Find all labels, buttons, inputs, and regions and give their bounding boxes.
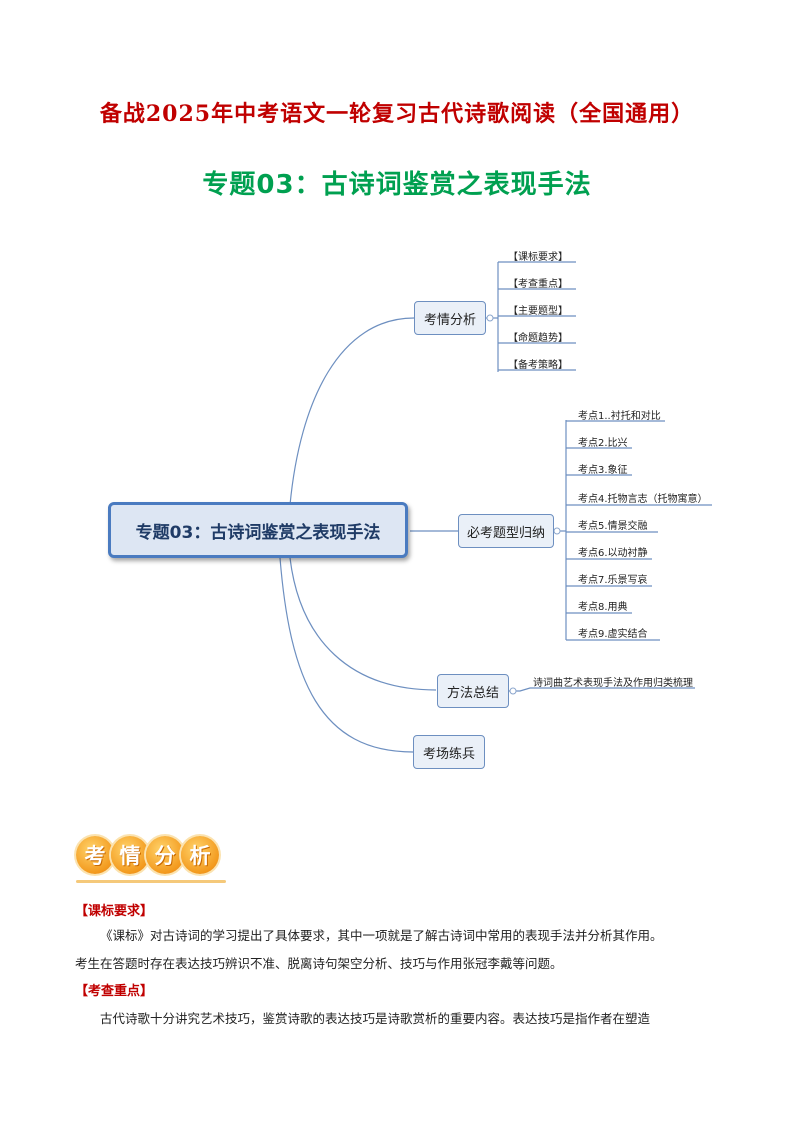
mindmap-leaf: 考点7.乐景写哀 [578, 575, 648, 586]
section-badge-char: 析 [181, 836, 219, 874]
connector-root-branch-3 [289, 557, 437, 691]
mindmap-leaf: 考点8.用典 [578, 602, 628, 613]
mindmap-leaf: 考点1..衬托和对比 [578, 411, 661, 422]
mindmap-leaf: 考点6.以动衬静 [578, 548, 648, 559]
mindmap-branch-exam-analysis: 考情分析 [414, 301, 486, 335]
paragraph-line: 古代诗歌十分讲究艺术技巧，鉴赏诗歌的表达技巧是诗歌赏析的重要内容。表达技巧是指作… [100, 1011, 651, 1026]
mindmap-leaf: 考点5.情景交融 [578, 521, 648, 532]
mindmap-leaf: 【考查重点】 [508, 279, 568, 290]
mindmap-leaf: 考点3.象征 [578, 465, 628, 476]
section-label-focus: 【考查重点】 [75, 984, 154, 999]
mindmap-branch-question-types: 必考题型归纳 [458, 514, 554, 548]
mindmap-leaf: 【命题趋势】 [508, 333, 568, 344]
section-badge-char: 分 [146, 836, 184, 874]
paragraph-line: 考生在答题时存在表达技巧辨识不准、脱离诗句架空分析、技巧与作用张冠李戴等问题。 [75, 956, 563, 971]
section-badge-underline [76, 880, 226, 883]
mindmap-branch-method-summary: 方法总结 [437, 674, 509, 708]
document-main-title: 备战2025年中考语文一轮复习古代诗歌阅读（全国通用） [99, 101, 695, 127]
mindmap-leaf: 【主要题型】 [508, 306, 568, 317]
mindmap-leaf: 诗词曲艺术表现手法及作用归类梳理 [533, 678, 693, 689]
mindmap-leaf: 考点9.虚实结合 [578, 629, 648, 640]
mindmap-leaf: 【课标要求】 [508, 252, 568, 263]
mindmap-root-node: 专题03：古诗词鉴赏之表现手法 [108, 502, 408, 558]
connector-root-branch-4 [279, 557, 414, 753]
paragraph-line: 《课标》对古诗词的学习提出了具体要求，其中一项就是了解古诗词中常用的表现手法并分… [100, 928, 663, 943]
section-badge-char: 考 [76, 836, 114, 874]
mindmap-leaf: 【备考策略】 [508, 360, 568, 371]
document-sub-title: 专题03：古诗词鉴赏之表现手法 [202, 170, 592, 200]
section-label-curriculum: 【课标要求】 [75, 904, 154, 919]
section-badge-char: 情 [111, 836, 149, 874]
mindmap-branch-practice: 考场练兵 [413, 735, 485, 769]
section-badge-exam-analysis: 考 情 分 析 [76, 836, 219, 874]
mindmap-leaf: 考点4.托物言志（托物寓意） [578, 494, 708, 505]
mindmap-leaf: 考点2.比兴 [578, 438, 628, 449]
connector-root-branch-1 [289, 317, 415, 506]
